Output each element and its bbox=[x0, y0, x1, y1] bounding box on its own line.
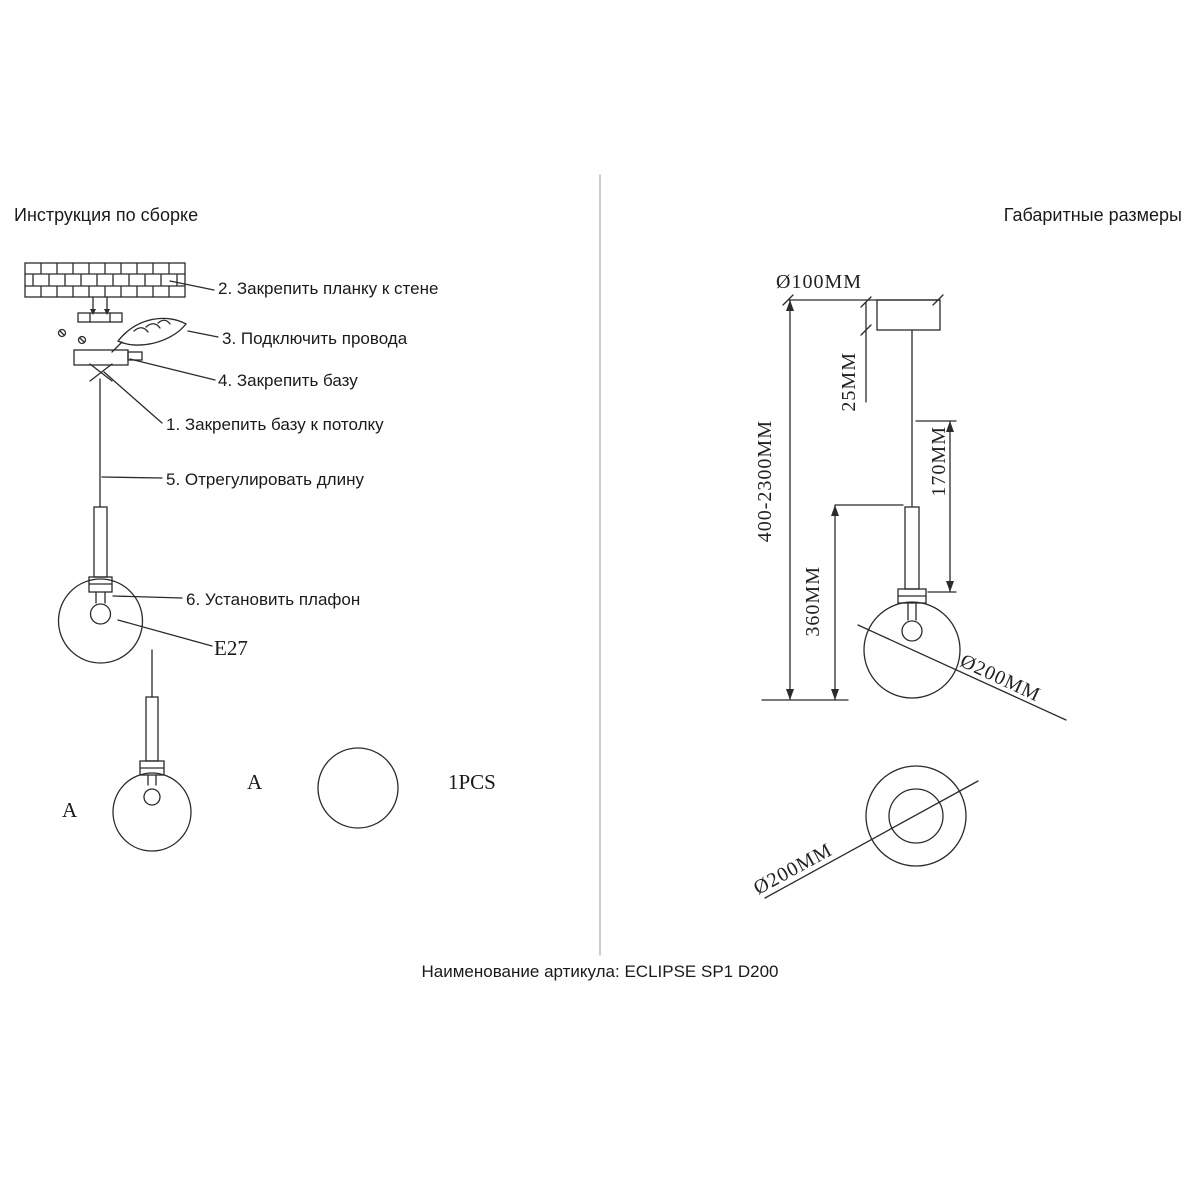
bulb-type-label: E27 bbox=[214, 636, 248, 660]
assembly-drawing bbox=[24, 262, 399, 852]
dim-suspension-range: 400-2300MM bbox=[754, 420, 776, 543]
bulb-right bbox=[901, 620, 923, 642]
mounting-strip bbox=[24, 262, 186, 298]
view-a-label-left: А bbox=[62, 798, 78, 822]
bottom-view bbox=[764, 765, 979, 899]
step-fix-to-ceiling: 1. Закрепить базу к потолку bbox=[166, 415, 384, 434]
dim-fixed-length: 360MM bbox=[802, 566, 824, 637]
dim-rod-length: 170MM bbox=[928, 426, 950, 497]
article-name: Наименование артикула: ECLIPSE SP1 D200 bbox=[421, 962, 779, 981]
bracket-bar bbox=[77, 312, 123, 323]
shade-diameter-line-bottom bbox=[764, 780, 979, 899]
glass-globe bbox=[57, 578, 144, 664]
canopy-height-dim bbox=[860, 296, 872, 403]
dim-canopy-height: 25MM bbox=[838, 352, 860, 412]
dim-canopy-diameter: Ø100MM bbox=[776, 271, 863, 293]
dimension-drawing bbox=[761, 294, 1067, 899]
overall-length-dim bbox=[761, 299, 849, 701]
canopy-base bbox=[73, 349, 143, 382]
rod-right bbox=[904, 506, 920, 590]
step-adjust-length: 5. Отрегулировать длину bbox=[166, 470, 364, 489]
fixed-length-dim bbox=[831, 504, 904, 701]
assembly-title: Инструкция по сборке bbox=[14, 205, 199, 225]
leader-lines bbox=[101, 280, 219, 647]
small-screws-icon bbox=[57, 328, 87, 345]
view-a-label-mid: А bbox=[247, 770, 263, 794]
step-connect-wires: 3. Подключить провода bbox=[222, 329, 408, 348]
spare-shade bbox=[317, 747, 399, 829]
screws-icon bbox=[90, 296, 110, 315]
bulb bbox=[89, 603, 112, 625]
pcs-label: 1PCS bbox=[448, 770, 496, 794]
step-fix-base: 4. Закрепить базу bbox=[218, 371, 358, 390]
shade-diameter-line-side bbox=[857, 624, 1067, 721]
wire-splice bbox=[111, 317, 187, 353]
canopy-plate bbox=[876, 299, 941, 331]
pendant-body bbox=[57, 506, 144, 664]
step-install-shade: 6. Установить плафон bbox=[186, 590, 361, 609]
rod-length-dim bbox=[915, 420, 957, 593]
step-attach-bar: 2. Закрепить планку к стене bbox=[218, 279, 439, 298]
view-a-pendant bbox=[112, 649, 192, 852]
dimensions-title: Габаритные размеры bbox=[1003, 205, 1182, 225]
globe-right bbox=[863, 601, 961, 699]
